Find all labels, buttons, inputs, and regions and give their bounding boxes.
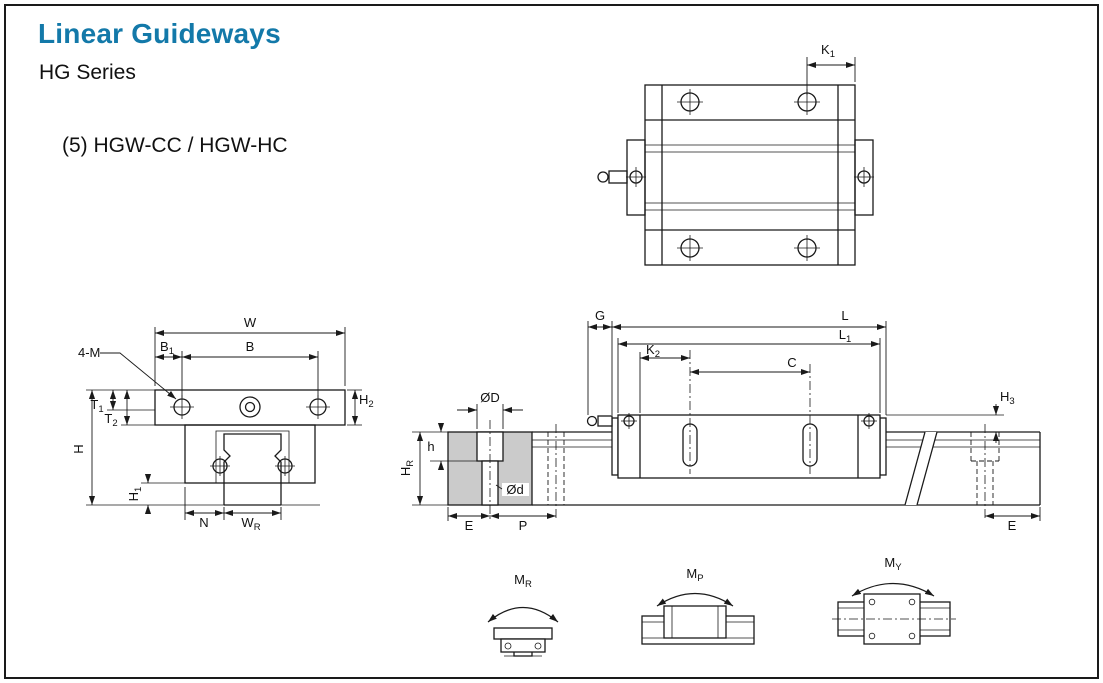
series-label: HG Series [39,61,136,84]
dim-label-p: P [519,518,528,533]
dim-dia-inner: Ød [495,482,529,497]
end-seal-left [611,417,619,476]
ball-circulation-left [210,456,230,476]
dim-label-h: H [71,444,86,453]
carriage-side-outline [617,414,881,479]
dim-label-wr: WR [241,515,260,533]
dim-hr: HR [398,432,448,506]
dim-l1: L1 [617,327,881,413]
moment-icon-front-view [493,627,553,657]
moment-arrow-mp [656,592,734,607]
dim-t2: T2 [104,390,155,429]
dim-label-n: N [199,515,208,530]
end-cap-screw-right [861,413,877,429]
rail-front-outline [223,433,282,505]
dim-wr: WR [224,507,282,533]
callout-4m: 4-M [78,345,177,400]
dim-label-t2: T2 [104,411,117,429]
mounting-hole-top-left [677,89,703,115]
dim-c: C [690,355,811,474]
moment-mr: MR [487,572,559,657]
dim-e-section: E [447,507,490,533]
moment-my: MY [832,555,956,645]
dim-b: B [182,339,319,398]
dim-h1: H1 [126,474,187,514]
dim-n: N [184,487,225,530]
dim-l: L [612,308,887,415]
rail-break-lines [904,431,938,506]
tab-hole-left [626,167,646,187]
side-tab-right [854,139,874,216]
carriage-top-outline [644,84,856,266]
dim-h2: H2 [347,389,374,426]
dim-h: H [71,390,96,505]
dim-label-h1: H1 [126,487,144,502]
dim-label-l: L [841,308,848,323]
dim-label-l1: L1 [839,327,852,345]
moment-arrow-my [851,582,935,597]
dim-label-dia-outer: ØD [480,390,500,405]
dim-label-e-rail: E [1008,518,1017,533]
moment-mp: MP [641,566,755,645]
page-border [4,4,1099,679]
grease-fitting-front [239,396,261,418]
model-label: (5) HGW-CC / HGW-HC [62,134,288,157]
dim-label-h3: H3 [1000,389,1015,407]
moment-diagrams: MR MP [487,555,956,657]
dim-label-depth-h: h [427,439,434,454]
dim-label-h2: H2 [359,392,374,410]
grease-nipple-side [586,415,613,427]
mounting-hole-bottom-right [794,235,820,261]
dim-label-w: W [244,315,257,330]
tab-hole-right [854,167,874,187]
moment-icon-side-view [641,605,755,645]
dim-label-g: G [595,308,605,323]
carriage-top-view: K1 [597,42,874,266]
end-seal-right [879,417,887,476]
dim-g: G [587,308,613,415]
carriage-front-view: W B1 B 4-M T1 [71,315,374,533]
rail-bolt-section: ØD h HR Ød E [398,390,556,533]
moment-icon-top-view [832,593,956,645]
dim-label-dia-inner: Ød [506,482,523,497]
dim-t1: T1 [86,389,155,415]
dim-label-b: B [246,339,255,354]
carriage-side-view: G L L1 K2 C [532,308,1041,533]
grease-nipple-top [597,170,628,184]
dim-label-4m: 4-M [78,345,100,360]
page-title: Linear Guideways [38,18,281,49]
ball-circulation-right [275,456,295,476]
moment-label-mp: MP [686,566,703,584]
dim-e-rail: E [985,507,1041,533]
dim-label-hr: HR [398,460,416,476]
mounting-hole-bottom-left [677,235,703,261]
dim-h3: H3 [886,389,1015,443]
carriage-inner-profile [215,430,290,483]
moment-label-my: MY [884,555,902,573]
flange-thread-hole-left [170,395,194,419]
dim-w: W [154,315,346,386]
dim-dia-outer: ØD [457,390,523,429]
dim-label-e-section: E [465,518,474,533]
dim-b1: B1 [155,339,183,398]
moment-arrow-mr [487,606,559,623]
dim-k1: K1 [806,42,856,95]
dim-label-k2: K2 [646,342,660,360]
carriage-flange-outline [154,389,346,426]
end-cap-screw-left [621,413,637,429]
dim-label-c: C [787,355,796,370]
rail-hole-hidden-left [547,424,565,521]
rail-hole-hidden-right [970,424,1000,521]
dim-p: P [490,512,556,533]
moment-label-mr: MR [514,572,532,590]
dim-label-k1: K1 [821,42,835,60]
dim-label-b1: B1 [160,339,174,357]
flange-thread-hole-right [306,395,330,419]
carriage-body-outline [184,424,316,484]
